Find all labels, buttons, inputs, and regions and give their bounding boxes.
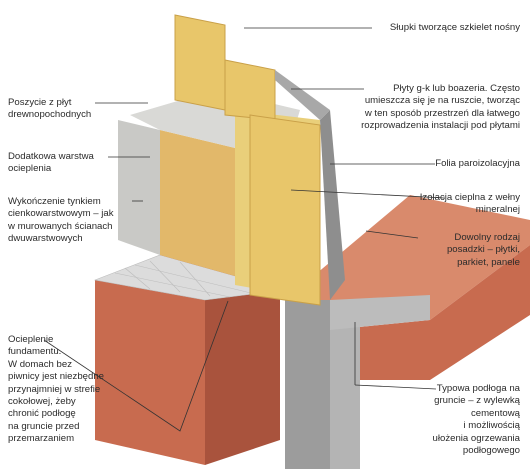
plasterboard	[320, 110, 345, 300]
floor-concrete-core	[285, 300, 330, 469]
stud-back	[249, 114, 321, 306]
label-insulation: Izolacja cieplna z wełny mineralnej	[419, 192, 520, 216]
plaster-face	[118, 120, 160, 255]
foundation-brick-side	[205, 290, 280, 465]
floor-slab-top	[285, 195, 530, 320]
label-plaster: Wykończenie tynkiem cienkowarstwowym – j…	[8, 196, 114, 245]
vapor-foil	[275, 70, 330, 120]
label-vapor-foil: Folia paroizolacyjna	[435, 158, 520, 169]
label-foundation: Ocieplenie fundamentu. W domach bez piwn…	[8, 334, 104, 445]
floor-slab-front	[330, 245, 530, 380]
label-slab: Typowa podłoga na gruncie – z wylewką ce…	[432, 383, 520, 457]
stud-front	[174, 14, 226, 111]
floor-concrete-side	[330, 300, 360, 469]
label-boards: Płyty g-k lub boazeria. Często umieszcza…	[361, 83, 520, 132]
label-extra-insulation: Dodatkowa warstwa ocieplenia	[8, 151, 94, 175]
floor-screed-band	[330, 295, 430, 330]
label-studs: Słupki tworzące szkielet nośny	[389, 22, 520, 33]
label-sheathing: Poszycie z płyt drewnopochodnych	[8, 97, 92, 121]
label-floor-finish: Dowolny rodzaj posadzki – płytki, parkie…	[446, 232, 520, 268]
stud-middle	[224, 59, 276, 121]
